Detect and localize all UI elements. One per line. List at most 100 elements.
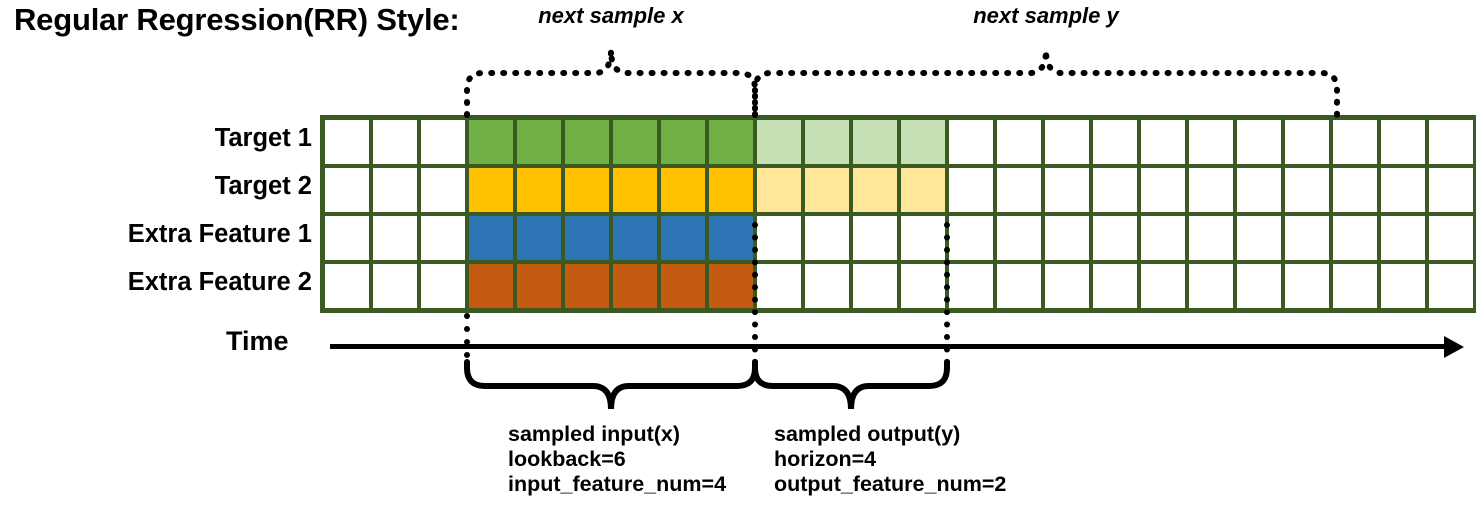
grid-cell-empty (1141, 120, 1185, 164)
grid-cell-empty (853, 216, 897, 260)
grid-cell-empty (805, 216, 849, 260)
grid-row (325, 120, 1473, 164)
grid-cell-input (517, 168, 561, 212)
dotted-guide-split (752, 222, 758, 365)
grid-cell-input (709, 120, 753, 164)
grid-cell-empty (1237, 216, 1281, 260)
bottom-brace-group (464, 359, 950, 410)
grid-cell-empty (1045, 120, 1089, 164)
grid-cell-empty (421, 264, 465, 308)
grid-cell-empty (1141, 168, 1185, 212)
grid-cell-empty (373, 168, 417, 212)
grid-cell-empty (1237, 168, 1281, 212)
grid-cell-empty (1093, 264, 1137, 308)
grid-cell-empty (949, 216, 993, 260)
grid-cell-input (661, 216, 705, 260)
grid-cell-empty (1237, 120, 1281, 164)
page-title: Regular Regression(RR) Style: (14, 2, 460, 37)
row-label-column: Target 1 Target 2 Extra Feature 1 Extra … (10, 0, 312, 516)
annotation-line: input_feature_num=4 (508, 472, 727, 496)
grid-cell-output (757, 120, 801, 164)
grid-cell-empty (325, 120, 369, 164)
row-label-target-1: Target 1 (214, 124, 312, 152)
grid-cell-empty (1093, 120, 1137, 164)
annotation-line: sampled output(y) (774, 422, 961, 446)
grid-cell-empty (1045, 216, 1089, 260)
timeseries-grid (320, 115, 1476, 313)
grid-cell-empty (421, 120, 465, 164)
grid-cell-input (613, 168, 657, 212)
grid-cell-empty (1333, 216, 1377, 260)
dotted-guide-start (464, 313, 470, 371)
grid-cell-input (469, 264, 513, 308)
grid-cell-output (901, 168, 945, 212)
annotation-line: horizon=4 (774, 447, 877, 471)
grid-cell-input (613, 120, 657, 164)
grid-cell-empty (325, 168, 369, 212)
grid-cell-empty (1141, 216, 1185, 260)
grid-cell-output (901, 120, 945, 164)
grid-cell-empty (757, 264, 801, 308)
grid-cell-input (661, 264, 705, 308)
dotted-brace (464, 49, 758, 118)
grid-cell-input (709, 216, 753, 260)
grid-cell-empty (373, 120, 417, 164)
grid-cell-empty (1093, 216, 1137, 260)
grid-cell-empty (1429, 216, 1473, 260)
solid-brace (752, 359, 950, 410)
grid-row (325, 216, 1473, 260)
grid-cell-empty (805, 264, 849, 308)
grid-cell-empty (1141, 264, 1185, 308)
grid-cell-empty (997, 168, 1041, 212)
grid-cell-empty (325, 264, 369, 308)
solid-brace (464, 359, 758, 410)
row-label-target-2: Target 2 (214, 172, 312, 200)
grid-cell-empty (901, 216, 945, 260)
grid-cell-input (565, 264, 609, 308)
grid-cell-output (805, 168, 849, 212)
grid-cell-empty (1045, 168, 1089, 212)
annotation-line: lookback=6 (508, 447, 626, 471)
grid-row (325, 264, 1473, 308)
grid-cell-empty (757, 216, 801, 260)
grid-cell-empty (997, 120, 1041, 164)
grid-cell-input (565, 168, 609, 212)
grid-cell-empty (1189, 216, 1233, 260)
grid-cell-input (517, 216, 561, 260)
grid-cell-empty (901, 264, 945, 308)
grid-cell-empty (1333, 264, 1377, 308)
grid-cell-empty (325, 216, 369, 260)
annotation-line: sampled input(x) (508, 422, 681, 446)
grid-cell-empty (1093, 168, 1137, 212)
grid-cell-empty (997, 216, 1041, 260)
grid-row (325, 168, 1473, 212)
row-label-extra-feature-1: Extra Feature 1 (127, 220, 312, 248)
grid-cell-empty (1285, 120, 1329, 164)
grid-cell-empty (373, 216, 417, 260)
grid-cell-empty (1429, 264, 1473, 308)
grid-cell-empty (949, 168, 993, 212)
time-axis-line (330, 344, 1448, 349)
grid-cell-empty (853, 264, 897, 308)
grid-cell-empty (1285, 168, 1329, 212)
grid-cell-input (709, 168, 753, 212)
top-label-next-sample-x: next sample x (538, 3, 684, 28)
grid-cell-empty (1045, 264, 1089, 308)
grid-cell-input (469, 120, 513, 164)
grid-cell-empty (1189, 168, 1233, 212)
grid-cell-output (757, 168, 801, 212)
grid-cell-empty (949, 120, 993, 164)
grid-cell-empty (373, 264, 417, 308)
grid-cell-empty (1285, 216, 1329, 260)
grid-cell-empty (1333, 168, 1377, 212)
grid-cell-output (853, 168, 897, 212)
grid-cell-input (469, 216, 513, 260)
dotted-brace (752, 49, 1340, 118)
grid-cell-empty (1381, 168, 1425, 212)
grid-cell-input (565, 120, 609, 164)
top-label-next-sample-y: next sample y (973, 3, 1119, 28)
grid-cell-empty (421, 216, 465, 260)
